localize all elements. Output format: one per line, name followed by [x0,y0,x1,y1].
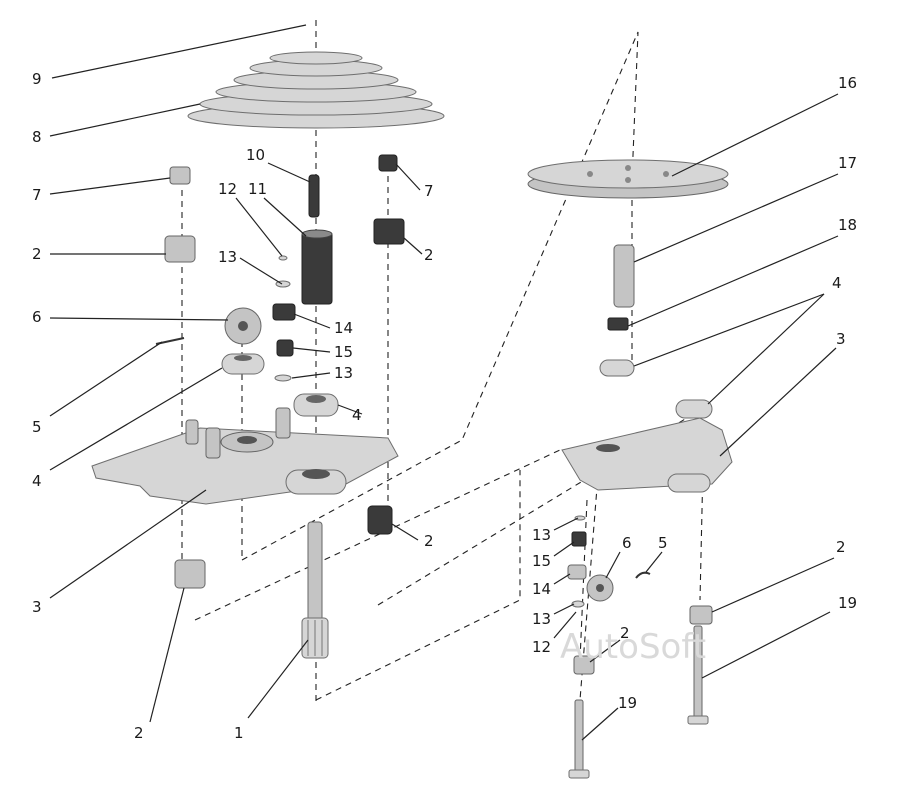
callout-3: 3 [836,330,846,348]
bushing-left-top [164,235,196,263]
bushing-right-bottom [689,605,713,625]
small-parts-left [272,255,296,382]
sprocket-left [224,307,262,345]
callout-13: 13 [334,364,353,382]
callout-13: 13 [218,248,237,266]
bushing-right-top [373,218,405,245]
mounting-plate-left [91,407,399,505]
sprocket-right [586,574,614,602]
callout-4: 4 [832,274,842,292]
callout-2: 2 [424,532,434,550]
callout-3: 3 [32,598,42,616]
callout-10: 10 [246,146,265,164]
callout-12: 12 [532,638,551,656]
callout-16: 16 [838,74,857,92]
callout-14: 14 [532,580,551,598]
callout-labels: 9 8 7 2 10 12 11 13 7 2 6 14 15 13 5 4 4… [32,70,857,742]
callout-7: 7 [32,186,42,204]
cap-bushing-right [378,154,398,172]
shaft-pin [308,174,320,218]
callout-15: 15 [334,343,353,361]
callout-2: 2 [620,624,630,642]
callout-14: 14 [334,319,353,337]
spring-pin-right [635,571,651,579]
callout-2: 2 [836,538,846,556]
callout-5: 5 [658,534,668,552]
callout-2: 2 [134,724,144,742]
bushing-left-bottom [174,559,206,589]
callout-17: 17 [838,154,857,172]
callout-4: 4 [32,472,42,490]
sleeve [301,229,333,305]
callout-1: 1 [234,724,244,742]
callout-7: 7 [424,182,434,200]
large-gear [527,159,729,199]
washer-right-2 [675,399,713,419]
callout-5: 5 [32,418,42,436]
bushing-middle-bottom [367,505,393,535]
callout-8: 8 [32,128,42,146]
mounting-plate-right [561,417,733,493]
callout-2: 2 [424,246,434,264]
washer-left-2 [293,393,339,417]
callout-19: 19 [838,594,857,612]
callout-18: 18 [838,216,857,234]
callout-4: 4 [352,406,362,424]
callout-6: 6 [622,534,632,552]
drive-shaft [301,521,329,659]
stepped-pulley [187,51,445,129]
washer-right-1 [599,359,635,377]
callout-13: 13 [532,526,551,544]
gear-shaft [613,244,635,308]
bushing-right-lower [573,655,595,675]
cap-bushing-left [169,166,191,185]
callout-19: 19 [618,694,637,712]
callout-2: 2 [32,245,42,263]
callout-12: 12 [218,180,237,198]
bolt-right [687,625,709,725]
small-parts-right [567,515,587,608]
callout-13: 13 [532,610,551,628]
callout-15: 15 [532,552,551,570]
washer-left-1 [221,353,265,375]
leader-lines [49,24,839,741]
bolt-left [568,699,590,779]
callout-6: 6 [32,308,42,326]
callout-9: 9 [32,70,42,88]
key [607,317,629,331]
callout-11: 11 [248,180,267,198]
watermark-text: AutoSoft [560,627,706,667]
